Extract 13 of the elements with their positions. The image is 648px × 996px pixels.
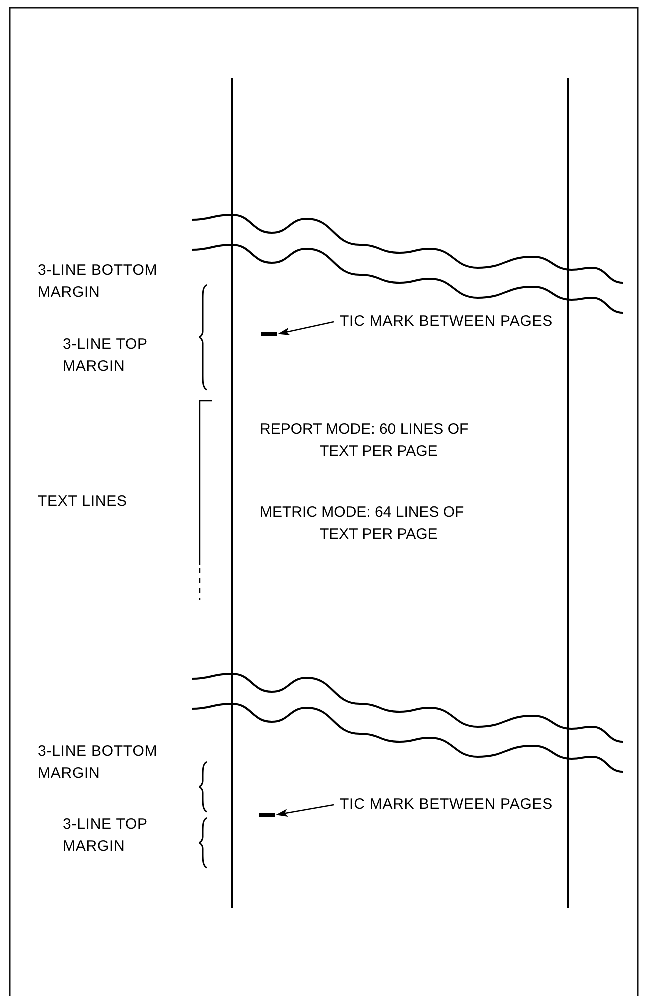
annotation-text: REPORT MODE: 60 LINES OF TEXT PER PAGE (260, 420, 470, 462)
callout-label: TIC MARK BETWEEN PAGES (340, 311, 570, 355)
annotation-text: 3-LINE TOP MARGIN (63, 815, 149, 857)
callout-label: TIC MARK BETWEEN PAGES (340, 794, 570, 838)
annotation-text: 3-LINE BOTTOM MARGIN (38, 261, 159, 303)
annotation-text: 3-LINE BOTTOM MARGIN (38, 742, 159, 784)
annotation-text: METRIC MODE: 64 LINES OF TEXT PER PAGE (260, 503, 466, 545)
tic-mark (261, 332, 277, 336)
arrow (276, 804, 334, 818)
arrow (278, 321, 334, 336)
annotation-text: 3-LINE TOP MARGIN (63, 335, 149, 377)
tic-mark (259, 813, 275, 817)
annotation-text: TEXT LINES (38, 492, 128, 512)
